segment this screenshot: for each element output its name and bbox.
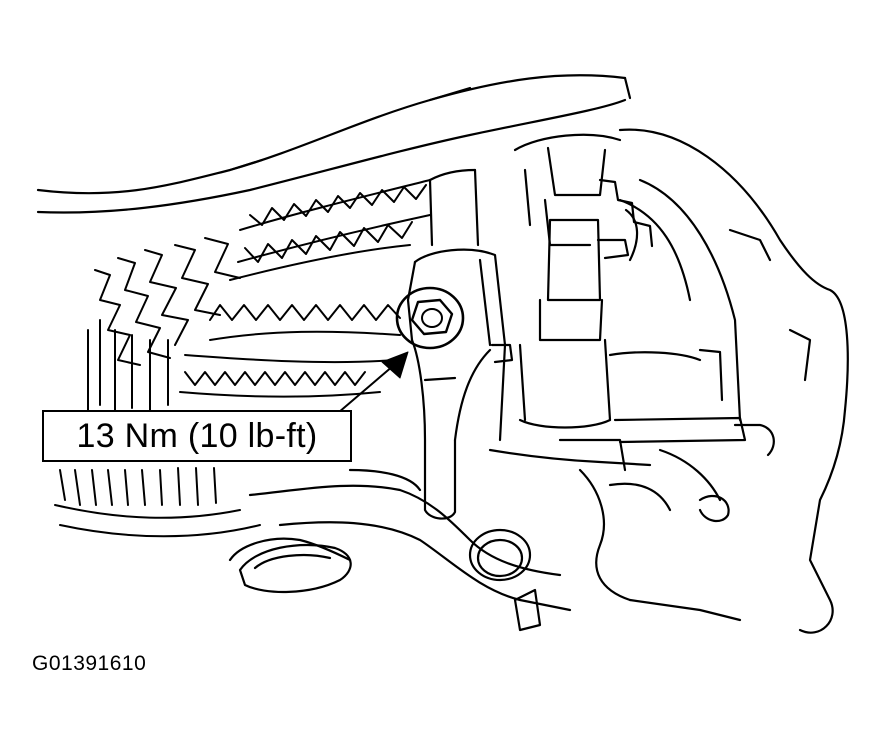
shift-rod — [428, 168, 480, 247]
upper-gear-band — [229, 179, 431, 281]
torque-spec-label: 13 Nm (10 lb-ft) — [76, 416, 318, 455]
torque-callout-box: 13 Nm (10 lb-ft) — [42, 410, 352, 462]
left-gear-stack — [54, 237, 261, 538]
right-case-edge — [608, 128, 849, 634]
shift-fork — [406, 248, 514, 520]
housing-top-edge — [36, 74, 632, 214]
bolt-icon — [395, 286, 465, 350]
case-oval-opening — [238, 543, 352, 594]
lower-case-contours — [228, 438, 742, 632]
middle-gear-row — [179, 304, 401, 398]
case-round-plug — [468, 528, 532, 582]
figure-id: G01391610 — [32, 652, 147, 675]
right-gear-assembly — [513, 133, 742, 429]
